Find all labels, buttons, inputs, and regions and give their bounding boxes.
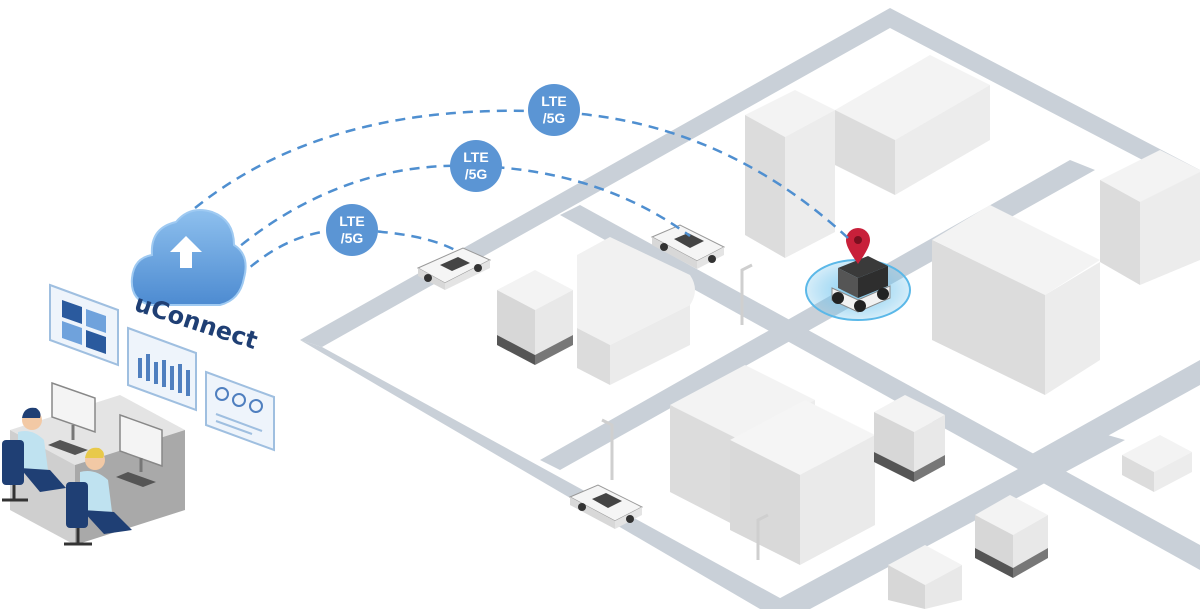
cars bbox=[416, 224, 726, 529]
lte-badge-3: LTE /5G bbox=[326, 204, 378, 256]
building-small-right bbox=[1122, 435, 1192, 492]
building-block-1 bbox=[835, 55, 990, 195]
link-path-2 bbox=[227, 164, 691, 257]
road-b bbox=[300, 340, 800, 609]
street-lights bbox=[601, 263, 769, 560]
building-stack-4 bbox=[888, 545, 962, 609]
operator-2 bbox=[64, 447, 132, 546]
delivery-robot bbox=[805, 228, 911, 321]
building-right-2 bbox=[932, 205, 1100, 395]
building-stack-3 bbox=[975, 495, 1048, 578]
road-e bbox=[1030, 360, 1200, 465]
buildings bbox=[497, 55, 1200, 609]
building-stack-1 bbox=[497, 270, 573, 365]
car-3 bbox=[568, 484, 644, 529]
dots-card-icon bbox=[205, 370, 275, 452]
lte-badge-1-line1: LTE bbox=[541, 93, 566, 109]
building-center-2 bbox=[730, 400, 875, 565]
building-stack-2 bbox=[874, 395, 945, 482]
lte-badge-2-line2: /5G bbox=[465, 166, 488, 182]
lte-badge-3-line1: LTE bbox=[339, 213, 364, 229]
lte-badge-2-line1: LTE bbox=[463, 149, 488, 165]
car-2 bbox=[650, 224, 726, 269]
dashboard-grid-icon bbox=[49, 283, 119, 367]
cloud-upload-icon bbox=[130, 209, 247, 306]
building-right-1 bbox=[1100, 150, 1200, 285]
road-f bbox=[760, 430, 1125, 609]
location-pin-icon bbox=[846, 228, 870, 264]
control-room bbox=[2, 381, 185, 546]
lte-badge-1: LTE /5G bbox=[528, 84, 580, 136]
monitor-1 bbox=[48, 381, 96, 455]
car-1 bbox=[416, 247, 492, 290]
lte-badge-1-line2: /5G bbox=[543, 110, 566, 126]
building-tower-1 bbox=[745, 90, 835, 258]
lte-badge-3-line2: /5G bbox=[341, 230, 364, 246]
lte-badge-2: LTE /5G bbox=[450, 140, 502, 192]
monitor-2 bbox=[116, 413, 163, 487]
operator-1 bbox=[2, 407, 66, 502]
bar-chart-icon bbox=[127, 326, 197, 412]
building-curved bbox=[577, 237, 695, 385]
